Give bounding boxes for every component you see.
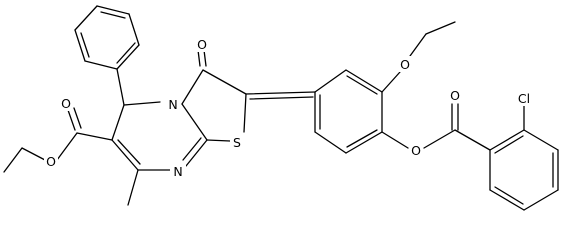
ring-nitrogen-atom: N xyxy=(165,96,181,112)
svg-text:O: O xyxy=(46,154,56,169)
aryl-ester-oxygen-atom: O xyxy=(409,142,423,158)
bond-lines xyxy=(3,5,559,211)
aryl-ester-carbonyl-oxygen-atom: O xyxy=(448,87,462,103)
chlorine-atom: Cl xyxy=(513,90,535,106)
svg-text:N: N xyxy=(173,164,182,179)
svg-text:O: O xyxy=(450,88,460,103)
ester-carbonyl-oxygen-atom: O xyxy=(59,95,73,111)
thiazole-sulfur-atom: S xyxy=(230,134,244,150)
svg-text:O: O xyxy=(411,143,421,158)
ester-ether-oxygen-atom: O xyxy=(44,153,58,169)
svg-text:S: S xyxy=(233,135,241,150)
methoxy-oxygen-atom: O xyxy=(398,56,412,72)
imine-nitrogen-atom: N xyxy=(170,163,186,179)
svg-text:N: N xyxy=(168,97,177,112)
oxo-oxygen-atom: O xyxy=(195,36,209,52)
svg-text:Cl: Cl xyxy=(518,91,530,106)
svg-text:O: O xyxy=(197,37,207,52)
svg-text:O: O xyxy=(400,57,410,72)
chemical-structure: O N N S O O O O xyxy=(3,5,559,211)
svg-text:O: O xyxy=(61,96,71,111)
atom-labels: O N N S O O O O xyxy=(44,36,535,179)
